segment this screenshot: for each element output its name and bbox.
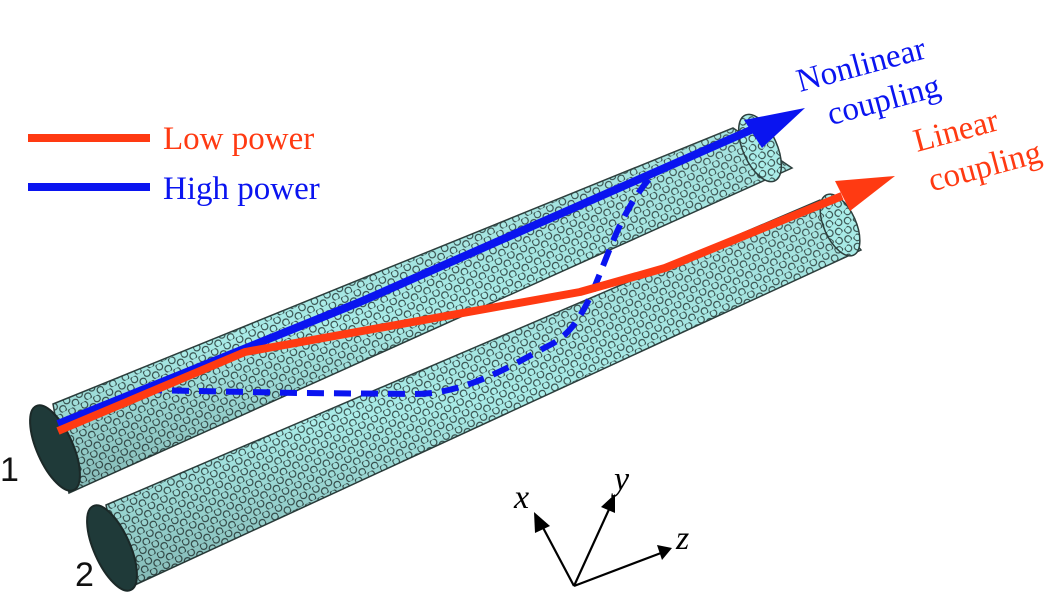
y-axis-label: y [611,461,630,498]
legend: Low power High power [28,121,320,207]
waveguide-1-label: 1 [0,451,19,489]
waveguide-2-label: 2 [75,556,94,594]
waveguide-2 [86,193,863,592]
waveguide-2-end-face [86,504,138,592]
legend-high-power-label: High power [163,171,320,207]
z-axis-label: z [675,520,689,557]
high-power-dashed-line [144,176,653,398]
x-axis-label: x [513,479,529,516]
low-power-line [56,192,844,435]
y-axis-arrow [572,504,613,587]
linear-arrowhead [835,176,895,211]
coordinate-axes [534,494,672,588]
z-axis-arrow [573,551,662,588]
x-axis-arrow [539,521,575,587]
nonlinear-arrowhead [744,108,805,148]
waveguide-2-far-end [819,193,861,257]
waveguide-1-end-face [29,404,81,492]
low-power-path [56,176,895,435]
waveguide-1 [29,113,794,495]
linear-coupling-label: Linear coupling [910,103,1046,200]
legend-low-power-label: Low power [163,121,314,157]
high-power-path [56,108,805,428]
high-power-solid-line [56,122,762,428]
